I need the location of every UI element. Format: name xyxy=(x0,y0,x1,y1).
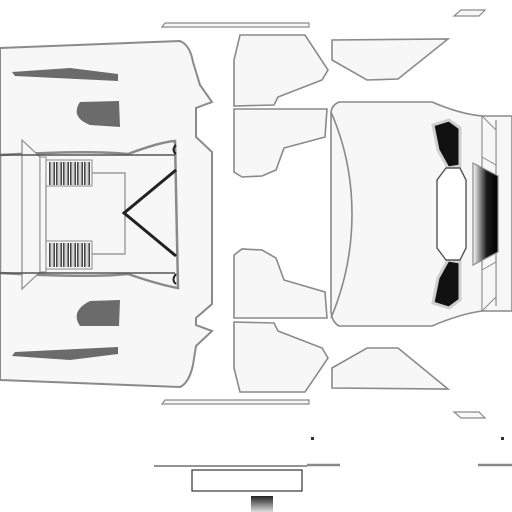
top-right-mirror-tab xyxy=(452,9,487,17)
hood-v-crease xyxy=(121,144,177,285)
roof-engine-panel xyxy=(330,101,512,327)
lower-quarter-window xyxy=(331,347,451,390)
lower-headlight-strip xyxy=(12,347,118,360)
lower-vent-grille xyxy=(45,240,93,270)
upper-quarter-window xyxy=(331,38,451,81)
front-bumper-plate xyxy=(21,138,47,291)
bottom-guide-marks xyxy=(154,437,512,512)
lower-windshield-panel xyxy=(233,321,329,393)
hood-center-panel xyxy=(45,172,126,255)
rear-glass xyxy=(472,162,499,266)
upper-door-panel xyxy=(233,108,328,178)
roof-inner-curve xyxy=(330,111,353,319)
upper-vent-grille xyxy=(45,159,93,187)
engine-center-cover xyxy=(436,167,467,261)
lower-engine-intake xyxy=(431,258,462,310)
lower-hood-intake xyxy=(76,300,120,326)
upper-headlight-strip xyxy=(12,68,118,81)
top-sill-strip xyxy=(160,22,310,28)
bottom-sill-strip xyxy=(160,399,310,405)
hood-cross-lines xyxy=(0,154,175,274)
upper-windshield-panel xyxy=(233,34,329,107)
lower-door-panel xyxy=(233,248,328,319)
rear-trim-lines xyxy=(481,114,497,313)
bottom-right-mirror-tab xyxy=(452,411,487,419)
upper-engine-intake xyxy=(431,118,462,170)
upper-hood-intake xyxy=(76,101,120,127)
